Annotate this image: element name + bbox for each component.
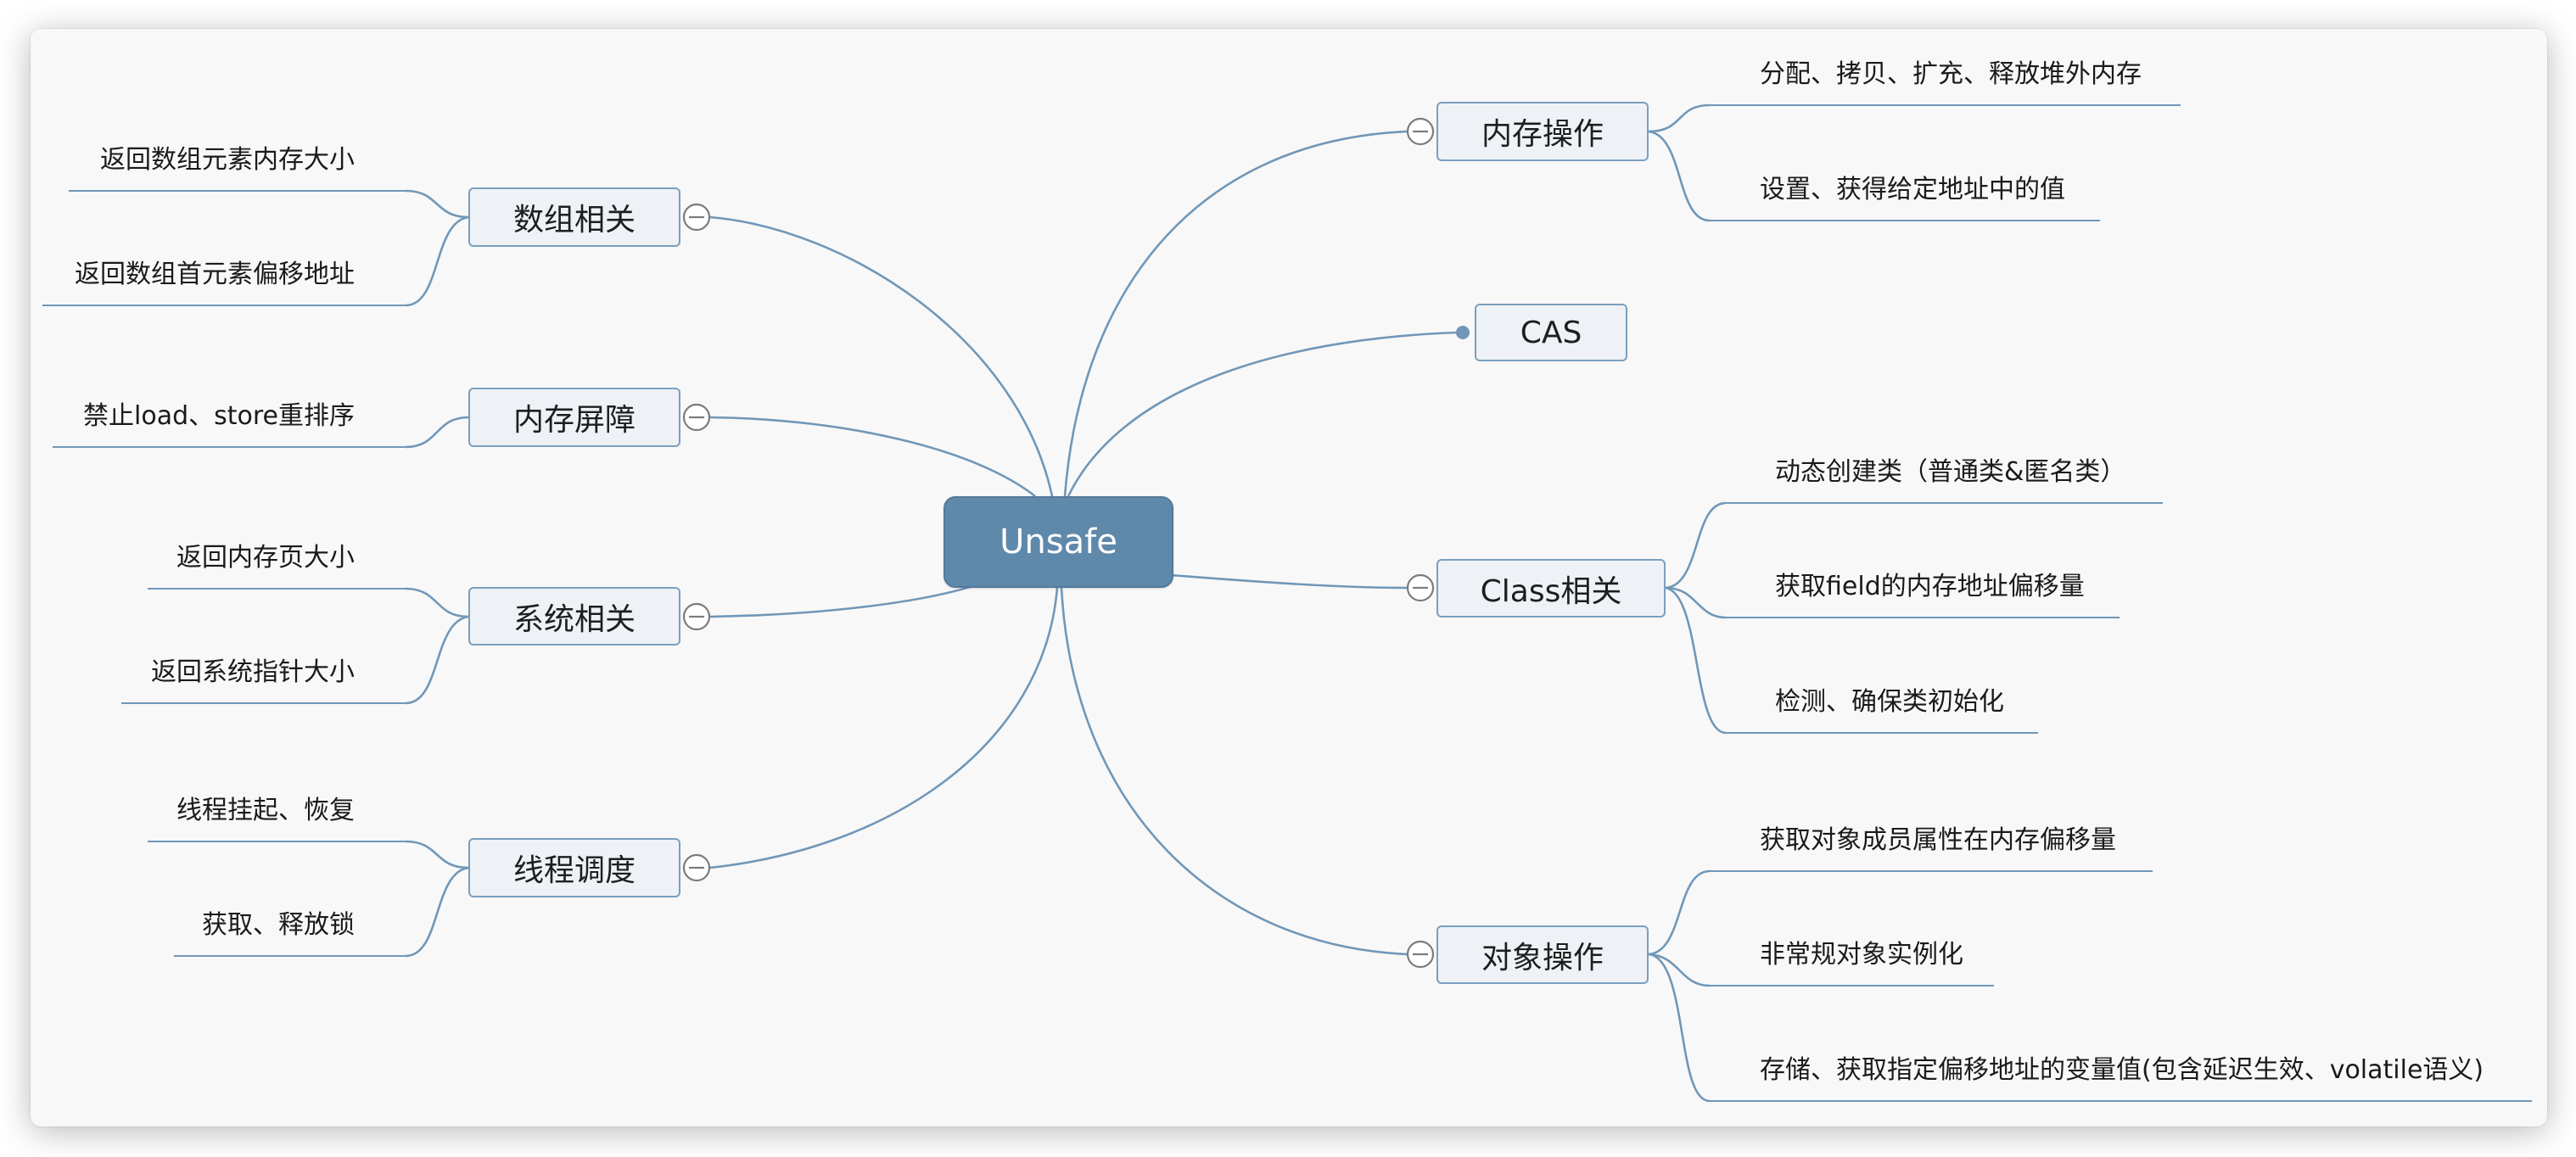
topic-class[interactable]: Class相关	[1436, 559, 1666, 618]
subtopic[interactable]: 设置、获得给定地址中的值	[1710, 160, 2100, 221]
connector-line-system	[709, 584, 977, 618]
leaf-connector	[1648, 953, 1711, 987]
subtopic[interactable]: 获取、释放锁	[174, 896, 406, 957]
leaf-connector	[405, 587, 469, 618]
canvas-panel	[31, 29, 2547, 1126]
leaf-connector	[405, 615, 469, 705]
topic-thread-scheduling[interactable]: 线程调度	[468, 838, 680, 897]
leaf-connector	[1648, 869, 1711, 956]
subtopic[interactable]: 获取对象成员属性在内存偏移量	[1710, 811, 2153, 872]
subtopic[interactable]: 动态创建类（普通类&匿名类）	[1726, 443, 2163, 504]
subtopic[interactable]: 分配、拷贝、扩充、释放堆外内存	[1710, 45, 2181, 106]
subtopic[interactable]: 返回数组首元素偏移地址	[42, 245, 406, 306]
leaf-connector	[1648, 130, 1711, 222]
leaf-connector	[405, 416, 469, 449]
collapse-minus-icon[interactable]	[682, 602, 711, 631]
subtopic[interactable]: 线程挂起、恢复	[148, 781, 406, 842]
connector-line-cas	[1067, 331, 1458, 497]
connector-dot-icon	[1456, 326, 1470, 339]
subtopic[interactable]: 获取field的内存地址偏移量	[1726, 557, 2120, 618]
leaf-connector	[1648, 103, 1711, 133]
connector-line-class	[1170, 573, 1408, 590]
leaf-connector	[405, 189, 469, 219]
connector-line-memory	[1063, 130, 1408, 497]
connector-line-barrier	[709, 416, 1036, 498]
leaf-connector	[405, 215, 469, 307]
subtopic[interactable]: 返回系统指针大小	[121, 643, 406, 704]
topic-cas[interactable]: CAS	[1475, 304, 1627, 361]
leaf-connector	[405, 866, 469, 958]
topic-memory-operations[interactable]: 内存操作	[1436, 102, 1649, 161]
leaf-connector	[405, 840, 469, 869]
topic-array[interactable]: 数组相关	[468, 187, 680, 247]
connector-line-object	[1060, 587, 1408, 956]
connector-line-thread	[709, 587, 1059, 869]
leaf-connector	[1665, 501, 1727, 590]
collapse-minus-icon[interactable]	[1406, 940, 1435, 969]
collapse-minus-icon[interactable]	[682, 853, 711, 882]
topic-system[interactable]: 系统相关	[468, 587, 680, 646]
central-topic[interactable]: Unsafe	[944, 496, 1173, 588]
collapse-minus-icon[interactable]	[1406, 117, 1435, 146]
topic-memory-barrier[interactable]: 内存屏障	[468, 388, 680, 447]
collapse-minus-icon[interactable]	[1406, 573, 1435, 602]
subtopic[interactable]: 禁止load、store重排序	[53, 387, 406, 448]
leaf-connector	[1665, 586, 1727, 735]
collapse-minus-icon[interactable]	[682, 203, 711, 232]
subtopic[interactable]: 返回内存页大小	[148, 528, 406, 590]
subtopic[interactable]: 非常规对象实例化	[1710, 925, 1994, 987]
connector-line-array	[709, 215, 1054, 497]
subtopic[interactable]: 返回数组元素内存大小	[69, 131, 406, 192]
subtopic[interactable]: 检测、确保类初始化	[1726, 673, 2038, 734]
leaf-connector	[1648, 953, 1711, 1103]
topic-object-operations[interactable]: 对象操作	[1436, 925, 1649, 984]
subtopic[interactable]: 存储、获取指定偏移地址的变量值(包含延迟生效、volatile语义)	[1710, 1041, 2532, 1102]
collapse-minus-icon[interactable]	[682, 403, 711, 432]
leaf-connector	[1665, 586, 1727, 619]
